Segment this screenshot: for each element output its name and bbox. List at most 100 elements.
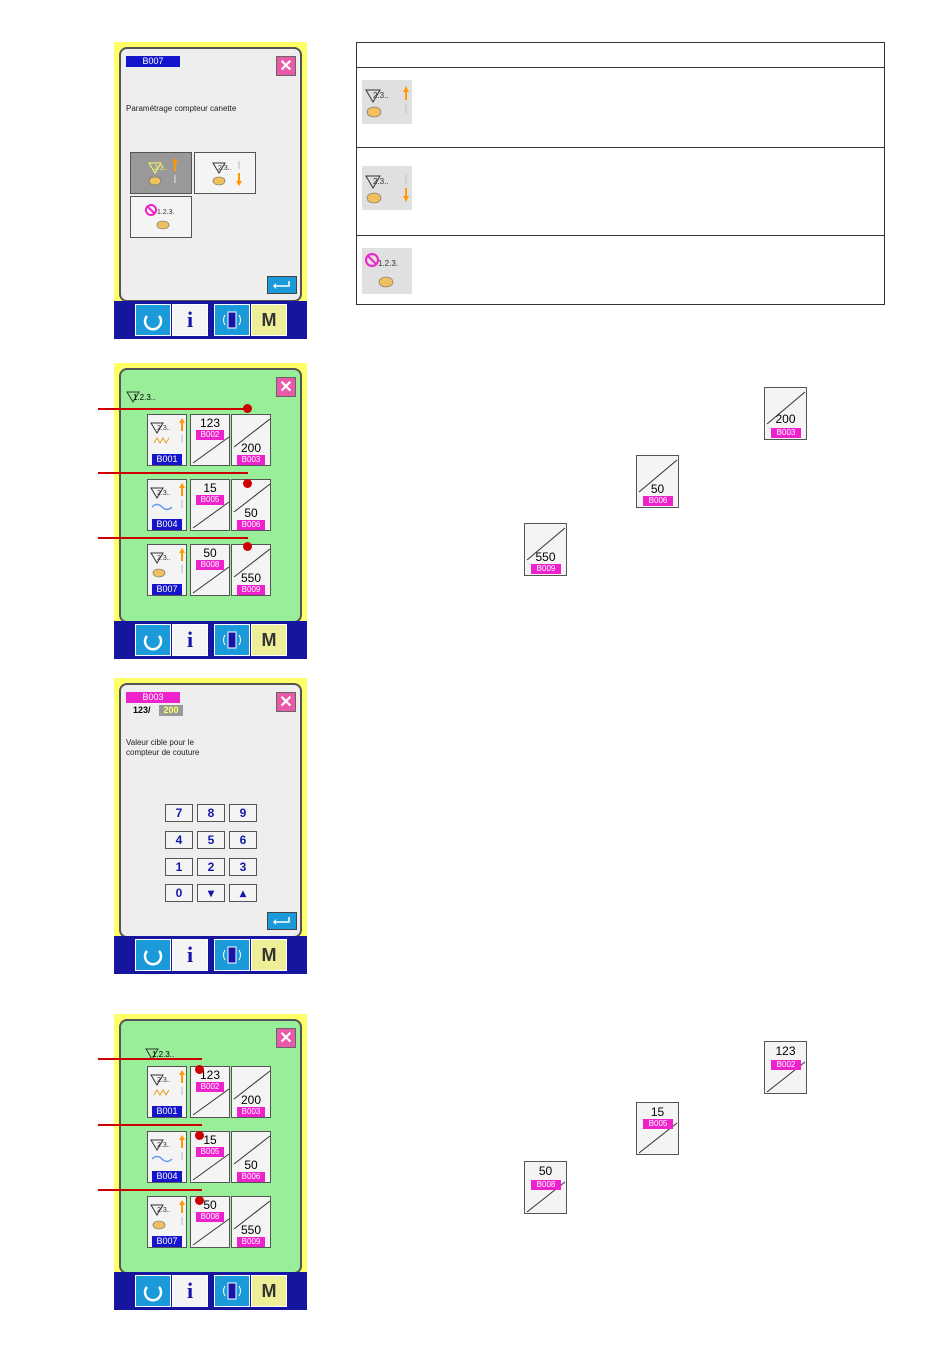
key-6[interactable]: 6 bbox=[229, 831, 257, 849]
table-row: 1.2.3. bbox=[357, 235, 884, 306]
communication-button[interactable] bbox=[214, 1275, 250, 1307]
decrement-button[interactable]: ▾ bbox=[197, 884, 225, 902]
key-0[interactable]: 0 bbox=[165, 884, 193, 902]
svg-text:2.3..: 2.3.. bbox=[373, 177, 389, 186]
key-2[interactable]: 2 bbox=[197, 858, 225, 876]
close-button[interactable]: ✕ bbox=[276, 692, 296, 712]
counter-mode-button[interactable]: 2.3..B007 bbox=[147, 1196, 187, 1248]
key-9[interactable]: 9 bbox=[229, 804, 257, 822]
counter-mode-button[interactable]: 2.3..B001 bbox=[147, 414, 187, 466]
screen-title: Paramétrage compteur canette bbox=[126, 104, 237, 113]
key-7[interactable]: 7 bbox=[165, 804, 193, 822]
reset-button[interactable] bbox=[135, 624, 171, 656]
close-button[interactable]: ✕ bbox=[276, 56, 296, 76]
current-value-button-sample: 50 B008 bbox=[524, 1161, 567, 1214]
target-count-value: 50 bbox=[244, 506, 258, 520]
leader-dot bbox=[243, 479, 252, 488]
info-icon: i bbox=[186, 307, 194, 332]
key-5[interactable]: 5 bbox=[197, 831, 225, 849]
device-frame-1: B007 ✕ Paramétrage compteur canette 2.3.… bbox=[114, 42, 307, 339]
down-arrow-icon: ▾ bbox=[207, 886, 215, 900]
mode-button[interactable]: M bbox=[251, 304, 287, 336]
communication-button[interactable] bbox=[214, 939, 250, 971]
counter-mode-icon: 2.3.. bbox=[150, 1070, 185, 1096]
leader-line bbox=[98, 537, 248, 539]
count-down-icon: 2.3.. bbox=[212, 161, 242, 186]
leader-line bbox=[98, 1058, 202, 1060]
counter-mode-button[interactable]: 2.3..B007 bbox=[147, 544, 187, 596]
enter-button[interactable] bbox=[267, 276, 297, 294]
key-3[interactable]: 3 bbox=[229, 858, 257, 876]
mode-description-table: 2.3.. 2.3.. 1.2.3. bbox=[356, 42, 885, 305]
counter-mode-button[interactable]: 2.3.. B001 bbox=[147, 1066, 187, 1118]
current-count-id: B008 bbox=[196, 1212, 224, 1222]
mode-id-badge: B004 bbox=[152, 519, 182, 530]
close-button[interactable]: ✕ bbox=[276, 1028, 296, 1048]
current-count-id: B005 bbox=[196, 495, 224, 505]
target-count-id: B009 bbox=[237, 585, 265, 595]
close-button[interactable]: ✕ bbox=[276, 377, 296, 397]
target-count-id: B003 bbox=[237, 455, 265, 465]
target-value-button-sample: 550 B009 bbox=[524, 523, 567, 576]
target-count-value: 200 bbox=[240, 1093, 262, 1107]
reset-button[interactable] bbox=[135, 1275, 171, 1307]
target-count-value: 50 bbox=[244, 1158, 258, 1172]
info-button[interactable]: i bbox=[172, 624, 208, 656]
current-value-button-sample: 123 B002 bbox=[764, 1041, 807, 1094]
key-8[interactable]: 8 bbox=[197, 804, 225, 822]
m-icon: M bbox=[261, 944, 277, 965]
counter-off-icon-sample: 1.2.3. bbox=[362, 248, 412, 294]
communication-icon bbox=[223, 631, 241, 649]
increment-button[interactable]: ▴ bbox=[229, 884, 257, 902]
mode-button[interactable]: M bbox=[251, 624, 287, 656]
svg-text:2.3..: 2.3.. bbox=[373, 91, 389, 100]
mode-button[interactable]: M bbox=[251, 1275, 287, 1307]
count-up-icon: 2.3.. bbox=[365, 86, 409, 118]
communication-icon bbox=[223, 1282, 241, 1300]
counter-mode-button[interactable]: 2.3..B004 bbox=[147, 479, 187, 531]
current-count-id: B002 bbox=[196, 1082, 224, 1092]
mode-button[interactable]: M bbox=[251, 939, 287, 971]
counter-mode-button[interactable]: 2.3..B004 bbox=[147, 1131, 187, 1183]
counter-mode-icon: 2.3.. bbox=[150, 1200, 185, 1230]
header-counter-icon: 1.2.3.. bbox=[126, 390, 156, 409]
key-4[interactable]: 4 bbox=[165, 831, 193, 849]
leader-line bbox=[98, 408, 248, 410]
enter-button[interactable] bbox=[267, 912, 297, 930]
communication-button[interactable] bbox=[214, 624, 250, 656]
reset-button[interactable] bbox=[135, 939, 171, 971]
current-count-id: B002 bbox=[196, 430, 224, 440]
screen-id-badge: B007 bbox=[126, 56, 180, 67]
target-count-value: 550 bbox=[240, 1223, 262, 1237]
info-button[interactable]: i bbox=[172, 1275, 208, 1307]
counter-disabled-icon: 1.2.3. bbox=[365, 253, 398, 288]
info-button[interactable]: i bbox=[172, 304, 208, 336]
count-up-mode-button[interactable]: 2.3.. bbox=[130, 152, 192, 194]
counter-off-button[interactable]: 1.2.3. bbox=[130, 196, 192, 238]
current-count-value: 123 bbox=[199, 1068, 221, 1082]
count-down-mode-button[interactable]: 2.3.. bbox=[194, 152, 256, 194]
up-arrow-icon: ▴ bbox=[239, 886, 247, 900]
info-button[interactable]: i bbox=[172, 939, 208, 971]
communication-button[interactable] bbox=[214, 304, 250, 336]
key-1[interactable]: 1 bbox=[165, 858, 193, 876]
leader-dot bbox=[195, 1196, 204, 1205]
current-count-id: B005 bbox=[196, 1147, 224, 1157]
reset-button[interactable] bbox=[135, 304, 171, 336]
mode-id-badge: B001 bbox=[152, 1106, 182, 1117]
current-count-value: 15 bbox=[203, 1133, 217, 1147]
refresh-icon bbox=[143, 635, 163, 651]
current-value-button-sample: 15 B005 bbox=[636, 1102, 679, 1155]
